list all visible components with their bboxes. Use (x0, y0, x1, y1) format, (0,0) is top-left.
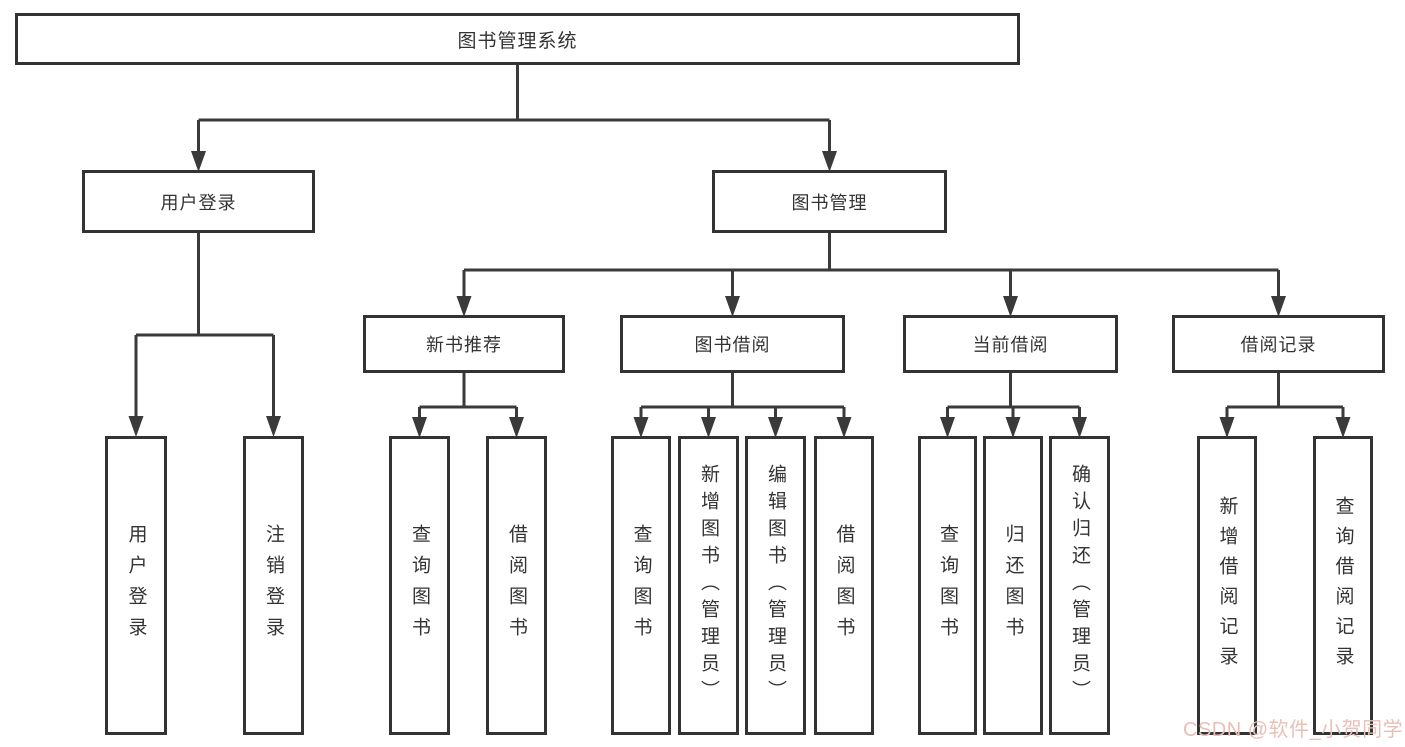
leaf-borrow-books-label: 借阅图书 (833, 523, 855, 648)
leaf-logout: 注销登录 (243, 436, 304, 735)
leaf-borrow-query-books-label: 查询图书 (630, 523, 652, 648)
node-new-book-recommend: 新书推荐 (363, 315, 565, 373)
leaf-current-query-books: 查询图书 (918, 436, 977, 735)
node-borrow-records-label: 借阅记录 (1240, 335, 1317, 355)
node-book-management: 图书管理 (712, 170, 947, 233)
leaf-recommend-query-books-label: 查询图书 (409, 523, 430, 648)
connector-borrow-records-children (1219, 373, 1351, 438)
leaf-edit-books-admin-label: 编辑图书（管理员） (765, 464, 786, 707)
leaf-user-login: 用户登录 (105, 436, 167, 735)
leaf-user-login-label: 用户登录 (125, 523, 147, 648)
leaf-confirm-return-admin-label: 确认归还（管理员） (1069, 464, 1090, 707)
node-current-borrow: 当前借阅 (903, 315, 1118, 373)
leaf-return-books: 归还图书 (983, 436, 1043, 735)
leaf-add-books-admin-label: 新增图书（管理员） (698, 464, 719, 707)
leaf-logout-label: 注销登录 (263, 523, 284, 648)
leaf-edit-books-admin: 编辑图书（管理员） (745, 436, 806, 735)
leaf-return-books-label: 归还图书 (1002, 523, 1024, 648)
leaf-query-borrow-record-label: 查询借阅记录 (1332, 495, 1354, 676)
node-root-label: 图书管理系统 (457, 30, 578, 52)
csdn-watermark: CSDN @软件_小贺同学 (1183, 719, 1404, 741)
node-new-book-recommend-label: 新书推荐 (426, 335, 502, 355)
leaf-recommend-query-books: 查询图书 (389, 436, 450, 735)
connector-new-book-recommend-children (412, 373, 524, 438)
node-borrow-records: 借阅记录 (1172, 315, 1385, 373)
leaf-confirm-return-admin: 确认归还（管理员） (1049, 436, 1110, 735)
leaf-borrow-books: 借阅图书 (814, 436, 874, 735)
node-book-management-label: 图书管理 (791, 192, 868, 213)
leaf-borrow-query-books: 查询图书 (611, 436, 671, 735)
node-user-login-label: 用户登录 (160, 192, 237, 213)
connector-root-to-level2 (191, 65, 837, 172)
leaf-add-books-admin: 新增图书（管理员） (678, 436, 739, 735)
leaf-recommend-borrow-books-label: 借阅图书 (506, 523, 527, 648)
leaf-add-borrow-record: 新增借阅记录 (1197, 436, 1257, 735)
connector-current-borrow-children (940, 373, 1087, 438)
node-root: 图书管理系统 (15, 13, 1020, 65)
node-current-borrow-label: 当前借阅 (972, 335, 1049, 355)
node-book-borrow-label: 图书借阅 (694, 335, 771, 355)
connector-book-borrow-children (633, 373, 852, 438)
connector-user-login-children (128, 233, 281, 437)
leaf-current-query-books-label: 查询图书 (937, 523, 958, 648)
leaf-query-borrow-record: 查询借阅记录 (1313, 436, 1373, 735)
node-book-borrow: 图书借阅 (620, 315, 845, 373)
leaf-add-borrow-record-label: 新增借阅记录 (1216, 495, 1238, 676)
node-user-login: 用户登录 (82, 170, 315, 233)
leaf-recommend-borrow-books: 借阅图书 (486, 436, 547, 735)
connector-book-management-children (456, 233, 1286, 317)
